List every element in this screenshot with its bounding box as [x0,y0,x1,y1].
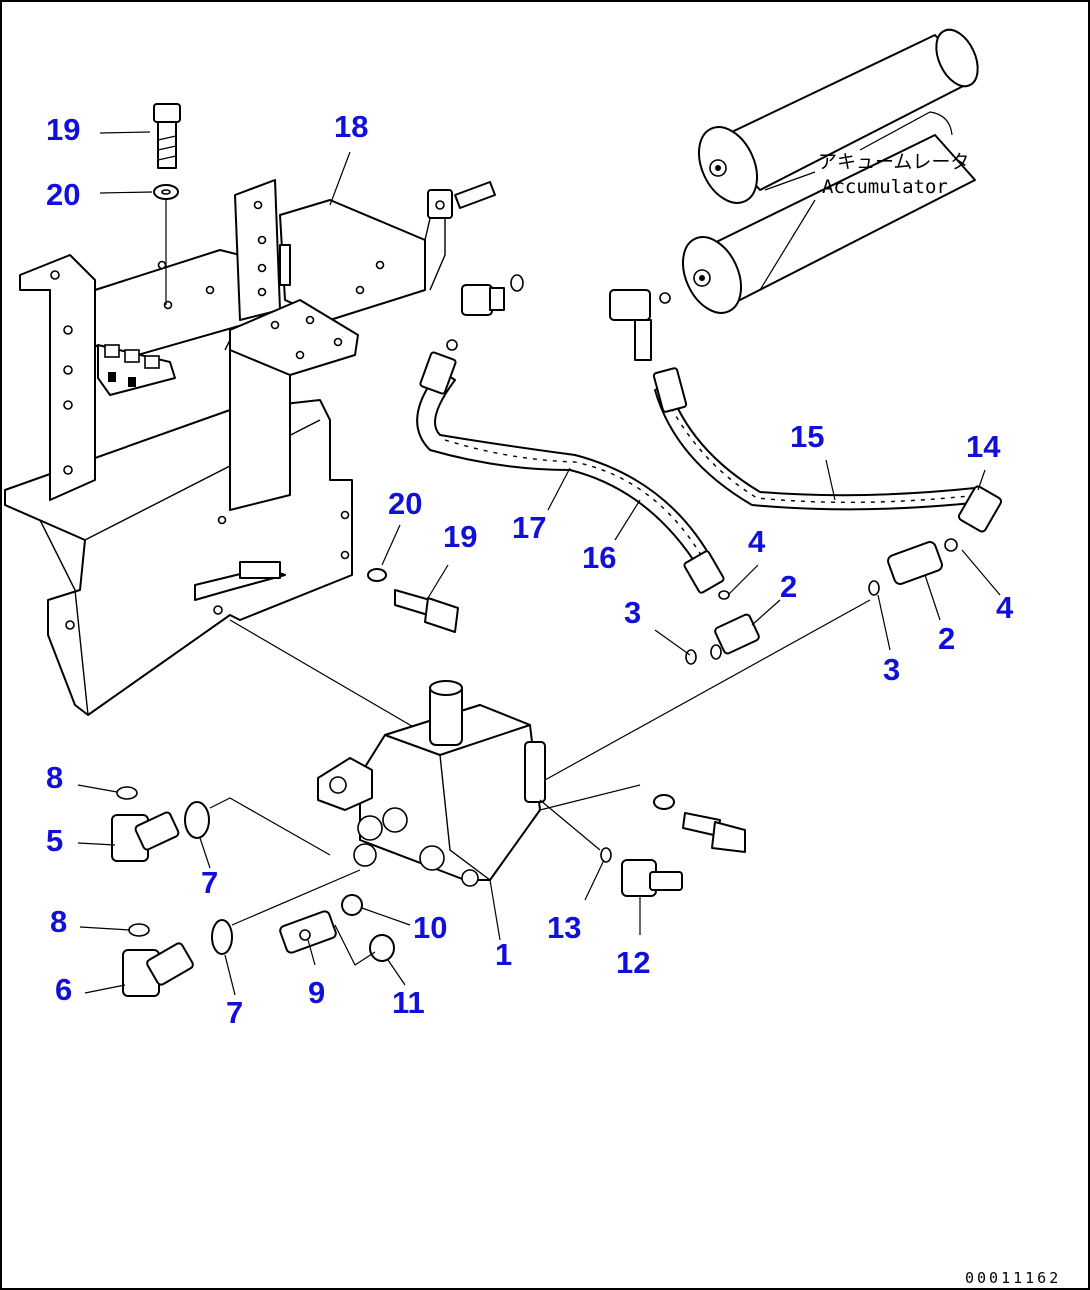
callout-18: 18 [334,109,368,144]
callout-16: 16 [582,540,616,575]
callout-12: 12 [616,945,650,980]
callout-2-right: 2 [938,621,955,656]
callout-19-upper: 19 [46,112,80,147]
bolt-lower-right [653,794,746,853]
callout-13: 13 [547,910,581,945]
callout-3-upper: 3 [624,595,641,630]
callout-11: 11 [392,985,425,1020]
callout-4-upper: 4 [748,524,766,559]
hose-right [609,289,1003,552]
accumulator-label-jp: アキュームレータ [818,151,969,173]
bolt-upper [153,103,181,305]
callout-14: 14 [966,429,1001,464]
callout-20-upper: 20 [46,177,80,212]
hose-left [416,274,725,594]
valve-body [317,599,871,887]
callout-7-upper: 7 [201,865,218,900]
callout-19-middle: 19 [443,519,477,554]
callout-numbers: 19 20 18 20 19 17 16 15 14 4 2 3 4 2 3 8… [46,109,1014,1030]
callout-7-lower: 7 [226,995,243,1030]
callout-3-right: 3 [883,652,900,687]
drawing-code: 00011162 [965,1269,1061,1287]
callout-4-right: 4 [996,590,1014,625]
callout-5: 5 [46,823,63,858]
callout-20-middle: 20 [388,486,422,521]
callout-2-upper: 2 [780,569,797,604]
callout-8-lower: 8 [50,904,67,939]
mounting-bracket-assembly [4,179,496,716]
callout-leaders [77,131,1001,996]
callout-15: 15 [790,419,824,454]
fittings-lower-left [111,786,361,997]
callout-8-upper: 8 [46,760,63,795]
callout-1: 1 [495,937,512,972]
callout-10: 10 [413,910,447,945]
accumulator-label-en: Accumulator [822,176,948,198]
bolt-middle [229,568,471,761]
fittings-upper [685,541,943,665]
accumulator-upper [697,28,979,204]
accumulator-note: アキュームレータ Accumulator [759,111,969,291]
callout-17: 17 [512,510,546,545]
callout-6: 6 [55,972,72,1007]
fittings-lower-center [279,847,683,966]
callout-9: 9 [308,975,325,1010]
accumulator-lower [681,134,976,314]
